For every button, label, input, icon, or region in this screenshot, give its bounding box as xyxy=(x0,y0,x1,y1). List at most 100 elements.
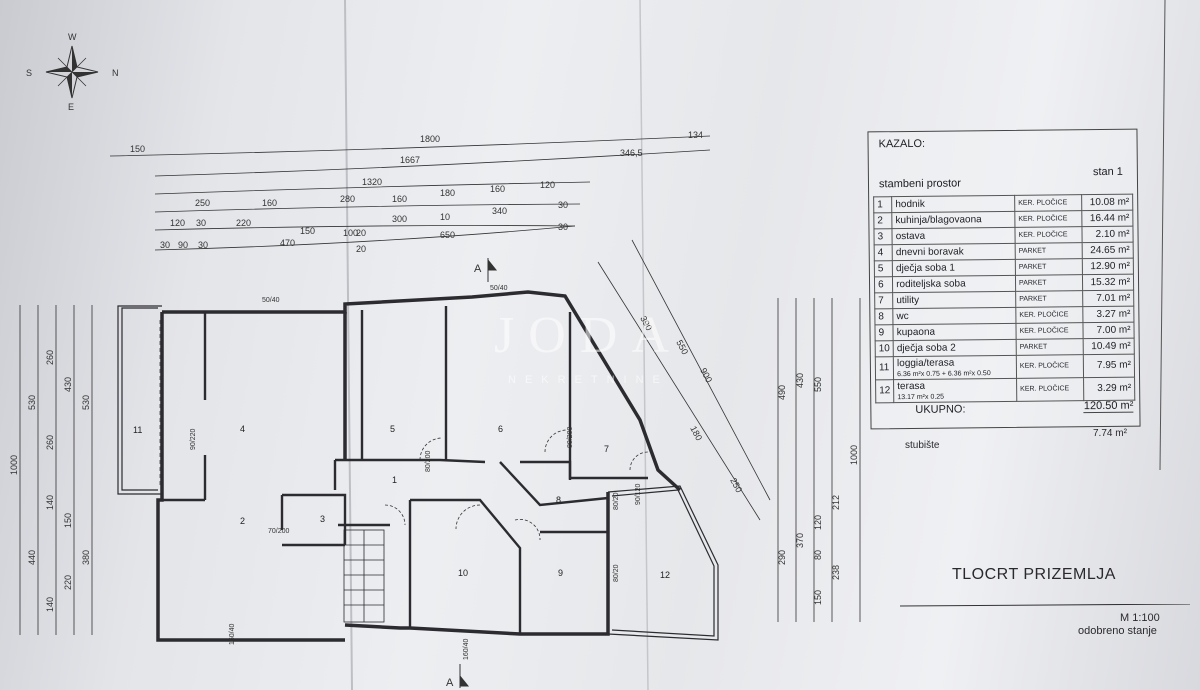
watermark-logo: JODA xyxy=(494,307,683,364)
legend-row-floor-text: PARKET xyxy=(1018,247,1047,255)
room-11: 11 xyxy=(133,425,142,435)
legend-row-area: 12.90 m² xyxy=(1082,258,1134,275)
legend-row-area-text: 7.00 m² xyxy=(1096,324,1131,336)
legend-row-number: 10 xyxy=(875,340,894,357)
legend-row-area-text: 3.29 m² xyxy=(1097,382,1132,395)
watermark-subtitle: NEKRETNINE xyxy=(508,374,669,386)
legend-row-area-text: 10.49 m² xyxy=(1091,340,1131,352)
svg-text:160/40: 160/40 xyxy=(229,623,236,645)
svg-text:340: 340 xyxy=(492,206,507,216)
legend-row-area-text: 10.08 m² xyxy=(1089,196,1130,208)
svg-text:150: 150 xyxy=(63,513,73,528)
legend-row-floor: KER. PLOČICE xyxy=(1016,354,1084,379)
legend-row-number-text: 9 xyxy=(878,326,885,338)
svg-text:140: 140 xyxy=(45,495,55,510)
legend-row-floor-text: PARKET xyxy=(1019,343,1048,351)
legend-row-floor-text: KER. PLOČICE xyxy=(1019,310,1069,319)
svg-text:650: 650 xyxy=(440,230,455,240)
legend-row-name: kupaona xyxy=(893,323,1017,341)
svg-text:440: 440 xyxy=(27,550,37,565)
legend-row-number-text: 6 xyxy=(877,278,884,290)
svg-text:430: 430 xyxy=(795,373,805,388)
svg-text:250: 250 xyxy=(195,198,210,208)
legend-row-floor-text: KER. PLOČICE xyxy=(1020,385,1070,393)
svg-text:1800: 1800 xyxy=(420,134,440,144)
legend-row-floor-text: KER. PLOČICE xyxy=(1018,198,1068,207)
svg-text:220: 220 xyxy=(236,218,251,228)
dimension-texts-right: 490 430 550 1000 290 370 212 238 150 80 … xyxy=(777,373,859,605)
legend-row-floor: KER. PLOČICE xyxy=(1014,210,1082,228)
legend-row-area: 3.27 m² xyxy=(1082,306,1134,323)
svg-text:280: 280 xyxy=(340,194,355,204)
compass-north: N xyxy=(112,68,119,78)
dimension-texts-top: 150 1800 134 1667 346,5 1320 250 160 280… xyxy=(130,130,703,254)
legend-row-area-text: 7.01 m² xyxy=(1096,292,1131,304)
legend-row-area-text: 12.90 m² xyxy=(1090,260,1130,272)
svg-text:120: 120 xyxy=(540,180,555,190)
svg-text:150: 150 xyxy=(813,590,823,605)
legend-row-floor: KER. PLOČICE xyxy=(1015,322,1084,340)
legend-row-number: 3 xyxy=(873,228,893,245)
legend-row-floor-text: PARKET xyxy=(1019,279,1047,287)
room-9: 9 xyxy=(558,568,563,578)
svg-text:180: 180 xyxy=(440,188,455,198)
svg-text:120: 120 xyxy=(813,515,823,530)
svg-text:238: 238 xyxy=(831,565,841,580)
room-7: 7 xyxy=(604,444,609,454)
svg-text:30: 30 xyxy=(558,200,568,210)
legend-row-area: 7.95 m² xyxy=(1083,354,1135,378)
legend-row-floor: PARKET xyxy=(1016,338,1084,356)
legend-row-name-text: ostava xyxy=(895,230,926,242)
legend-row-name-text: dnevni boravak xyxy=(895,245,964,258)
room-5: 5 xyxy=(390,424,395,434)
legend-row-name: roditeljska soba xyxy=(892,275,1016,293)
legend-row-number: 6 xyxy=(874,276,893,293)
room-10: 10 xyxy=(458,568,468,578)
compass-south: S xyxy=(26,68,32,78)
compass-icon: N S E W xyxy=(26,32,119,112)
svg-text:90/120: 90/120 xyxy=(635,483,642,505)
legend-row-name-text: terasa xyxy=(897,380,926,393)
svg-text:530: 530 xyxy=(81,395,91,410)
svg-text:30: 30 xyxy=(558,222,568,232)
section-marker-top xyxy=(487,258,498,282)
legend-row-area: 7.00 m² xyxy=(1082,322,1135,339)
title-underline xyxy=(900,604,1190,607)
svg-text:260: 260 xyxy=(45,350,55,365)
legend-row-floor: KER. PLOČICE xyxy=(1014,194,1082,212)
legend-row-area: 15.32 m² xyxy=(1082,274,1134,291)
svg-text:50/40: 50/40 xyxy=(262,297,280,304)
legend-row-area-text: 15.32 m² xyxy=(1090,276,1131,288)
legend-row-name: wc xyxy=(892,307,1016,325)
section-label-bottom: A xyxy=(446,677,454,689)
svg-text:490: 490 xyxy=(777,385,787,400)
legend-row-name-text: kuhinja/blagovaona xyxy=(895,213,982,226)
dimension-lines-left xyxy=(19,305,93,635)
legend-row-name-text: dječja soba 1 xyxy=(895,262,955,274)
svg-text:346,5: 346,5 xyxy=(620,148,643,158)
room-3: 3 xyxy=(320,514,325,524)
svg-text:160: 160 xyxy=(262,198,277,208)
svg-text:1320: 1320 xyxy=(362,177,382,187)
compass-west: W xyxy=(68,32,77,42)
legend-unit: stan 1 xyxy=(1092,165,1123,179)
legend-row-name-text: loggia/terasa xyxy=(896,357,955,370)
svg-text:20: 20 xyxy=(356,228,366,238)
legend-row-number-text: 7 xyxy=(878,294,884,306)
legend-row-number: 12 xyxy=(875,379,894,403)
legend-row-calc: 13.17 m²x 0.25 xyxy=(897,393,945,402)
legend-row-number: 2 xyxy=(873,212,893,229)
legend-row-name-text: wc xyxy=(896,310,909,322)
legend-row-number: 1 xyxy=(873,196,892,213)
legend-row-floor: KER. PLOČICE xyxy=(1016,377,1084,402)
room-12: 12 xyxy=(660,570,670,580)
svg-text:260: 260 xyxy=(45,435,55,450)
legend-row-floor-text: KER. PLOČICE xyxy=(1019,326,1069,335)
legend-row-number-text: 4 xyxy=(877,246,884,258)
svg-text:30: 30 xyxy=(196,218,206,228)
legend-row-name: dnevni boravak xyxy=(892,243,1016,261)
